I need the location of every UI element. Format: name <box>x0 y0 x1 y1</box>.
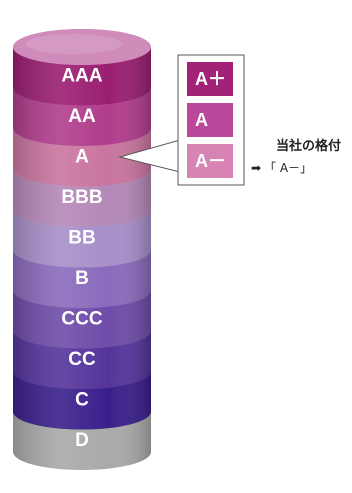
tier-bbb-label: BBB <box>61 187 102 208</box>
subgrade-a-minus-box <box>187 144 233 178</box>
company-rating-note: 当社の格付 <box>276 138 341 154</box>
tier-cc-label: CC <box>68 349 96 370</box>
callout: A＋ A A－ 当社の格付 ➡ 「 A－」 <box>118 54 341 186</box>
tier-aa-label: AA <box>68 106 96 127</box>
tier-a-label: A <box>75 146 89 167</box>
cylinder-top-cap <box>13 29 151 65</box>
tier-b-label: B <box>75 268 89 289</box>
tier-c-label: C <box>75 389 89 410</box>
subgrade-a-plus-box <box>187 62 233 96</box>
subgrade-a-plus-label: A＋ <box>195 69 226 89</box>
arrow-icon: ➡ <box>251 161 261 175</box>
tier-bb-label: BB <box>68 227 95 248</box>
subgrade-a-box <box>187 103 233 137</box>
company-rating-value: 「 A－」 <box>264 161 312 175</box>
tier-ccc-label: CCC <box>61 308 102 329</box>
cylinder-top-highlight <box>25 34 123 54</box>
tier-aaa-label: AAA <box>61 65 102 86</box>
subgrade-a-minus-label: A－ <box>195 151 226 171</box>
subgrade-a-label: A <box>195 110 208 130</box>
tier-d-label: D <box>75 430 89 451</box>
